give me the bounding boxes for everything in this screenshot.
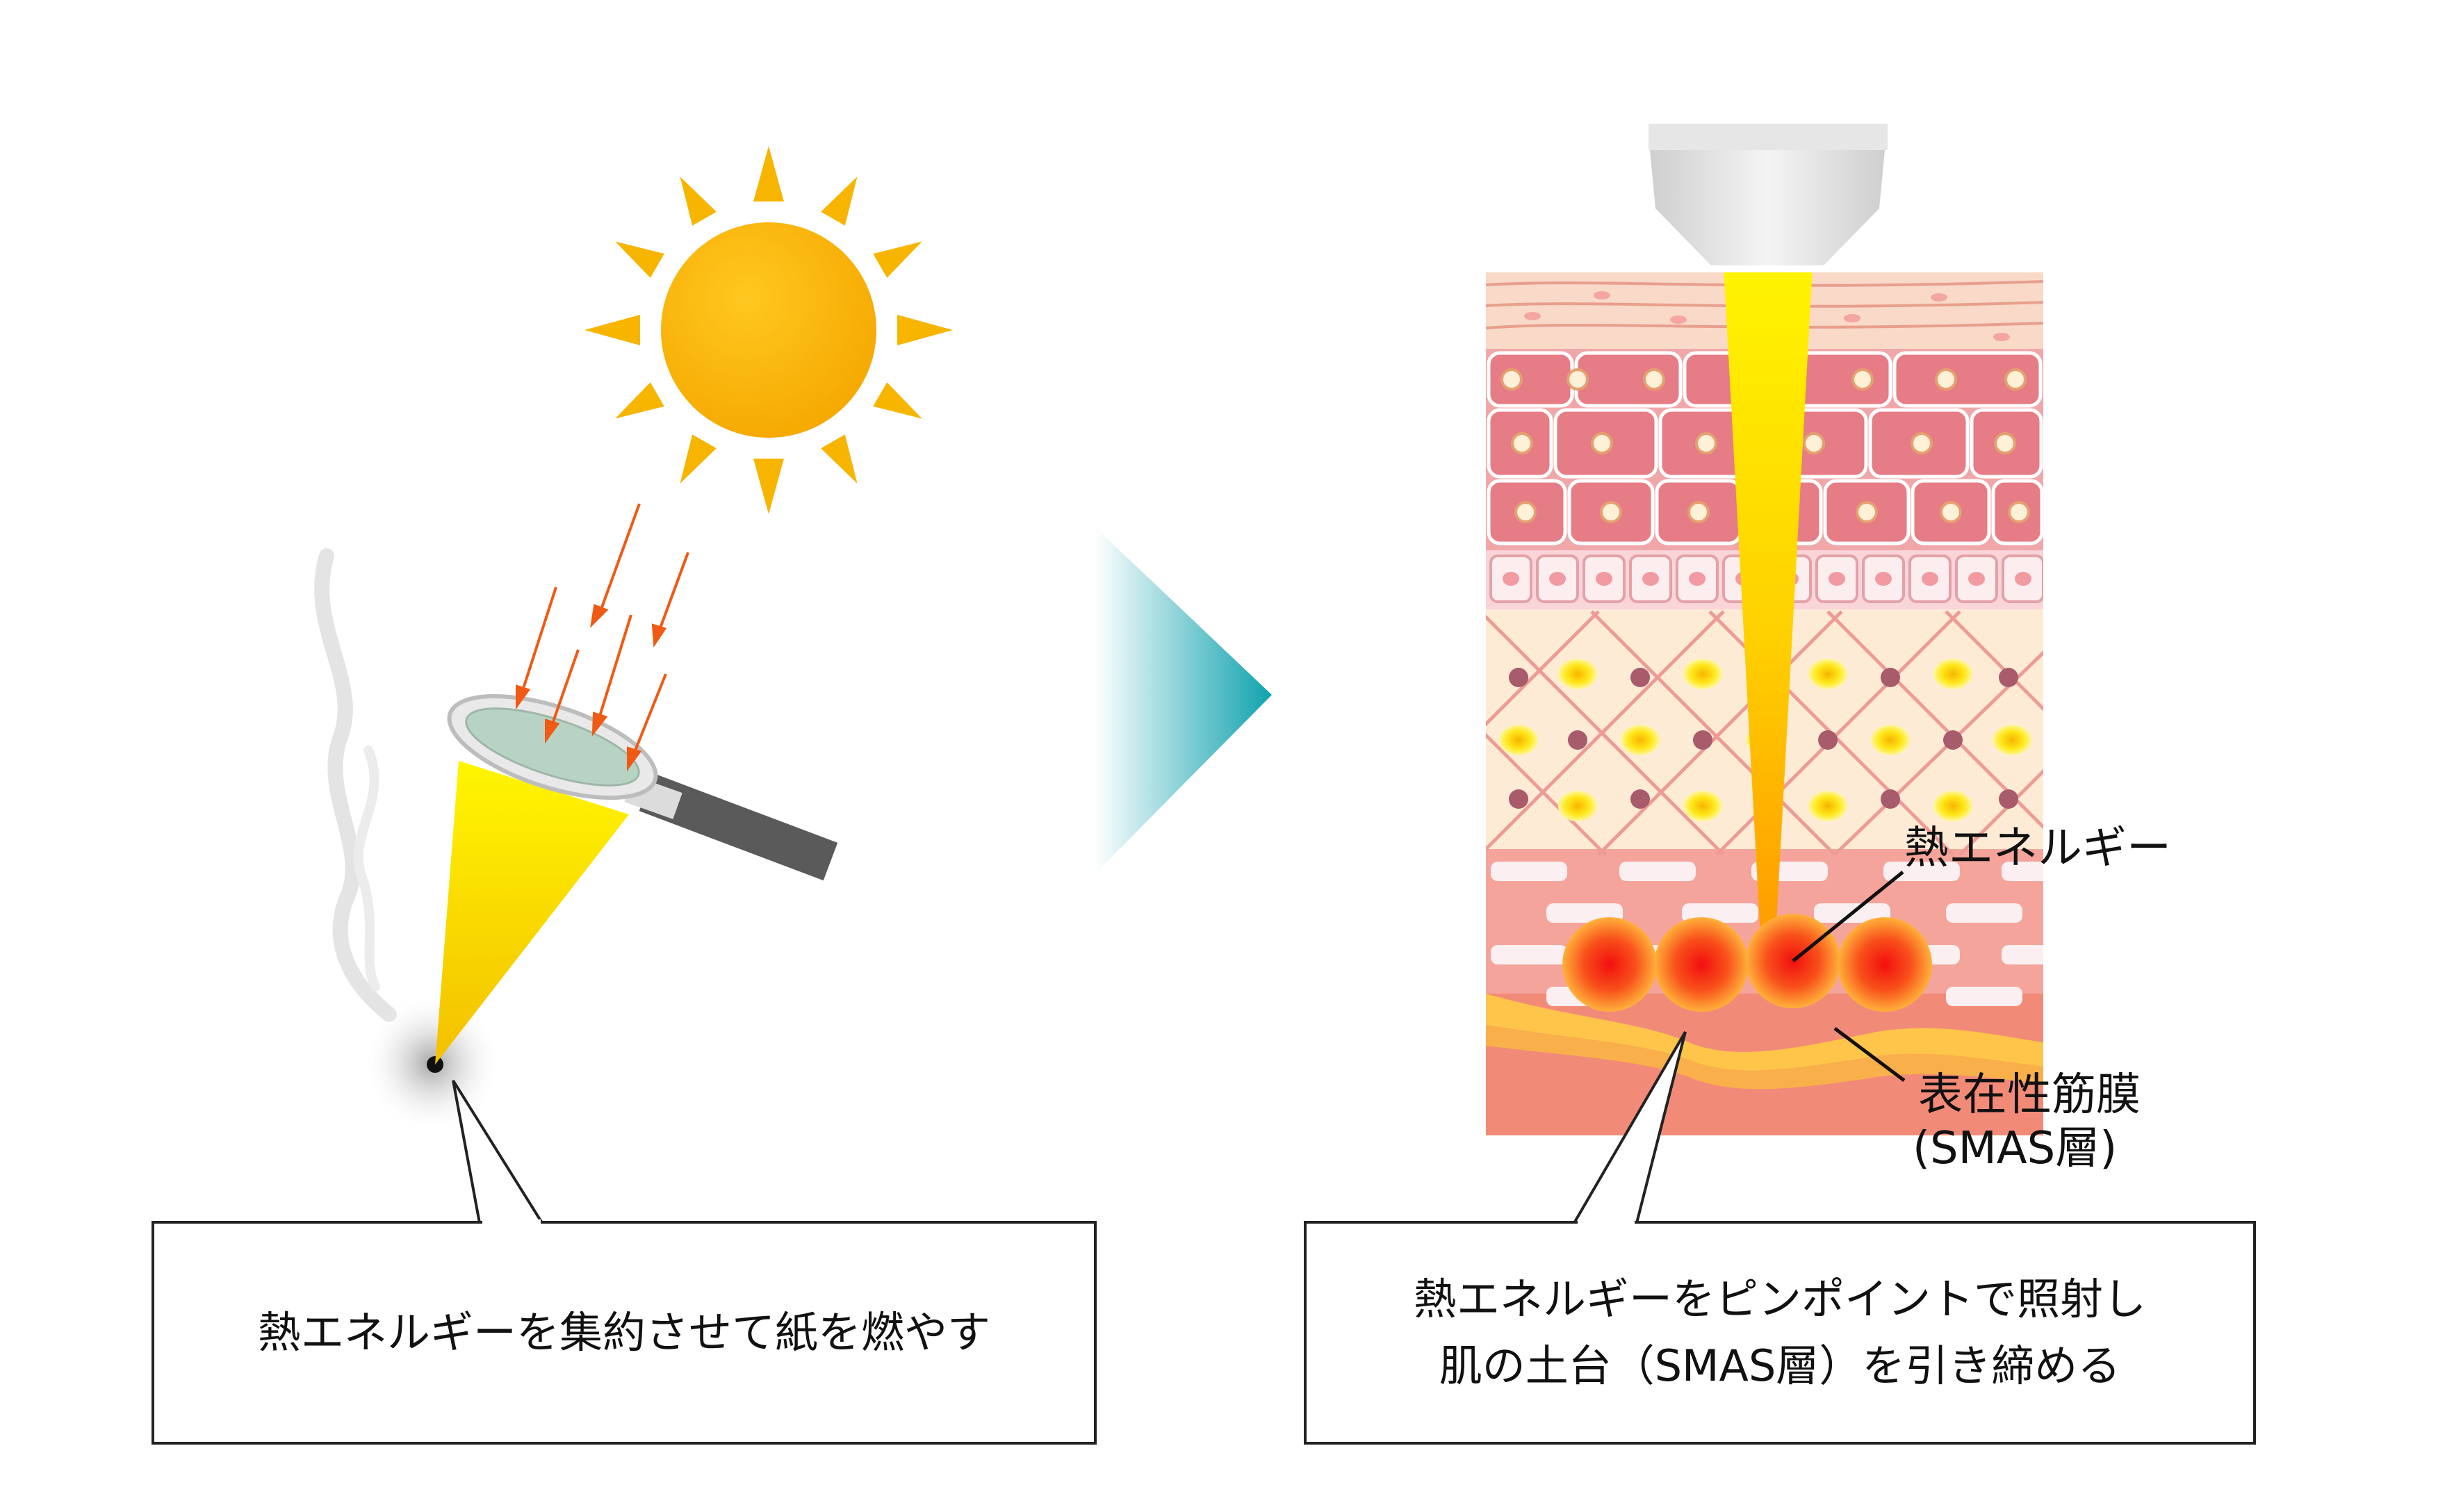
left-caption: 熱エネルギーを集約させて紙を燃やす: [257, 1307, 990, 1358]
smas-label-line1: 表在性筋膜: [1918, 1069, 2141, 1121]
right-caption-box: 熱エネルギーをピンポイントで照射し 肌の土台（SMAS層）を引き締める: [1304, 1221, 2256, 1445]
heat-label-leader: [1792, 871, 1904, 962]
focused-light-cone: [435, 761, 629, 1065]
collagen-fibers: [1486, 610, 2043, 856]
smas-label-line2: (SMAS層): [1913, 1123, 2118, 1174]
smas-layer: [1486, 994, 2043, 1071]
smas-label-leader: [1833, 1027, 1906, 1082]
smoke-wisp: [353, 746, 380, 992]
skin-cross-section: [1486, 272, 2043, 1135]
smoke-wisp: [314, 548, 397, 1022]
right-caption-line2: 肌の土台（SMAS層）を引き締める: [1439, 1340, 2121, 1391]
sun-icon: [584, 146, 953, 514]
heat-energy-label: 熱エネルギー: [1904, 823, 2171, 874]
right-caption-line1: 熱エネルギーをピンポイントで照射し: [1413, 1274, 2146, 1324]
ultrasound-beam: [1724, 272, 1813, 948]
left-caption-box: 熱エネルギーを集約させて紙を燃やす: [152, 1221, 1097, 1445]
sun-ray-arrows: [516, 503, 689, 772]
magnifying-glass-icon: [447, 693, 838, 881]
transition-arrow: [1095, 527, 1272, 874]
ultrasound-probe: [1649, 124, 1888, 265]
